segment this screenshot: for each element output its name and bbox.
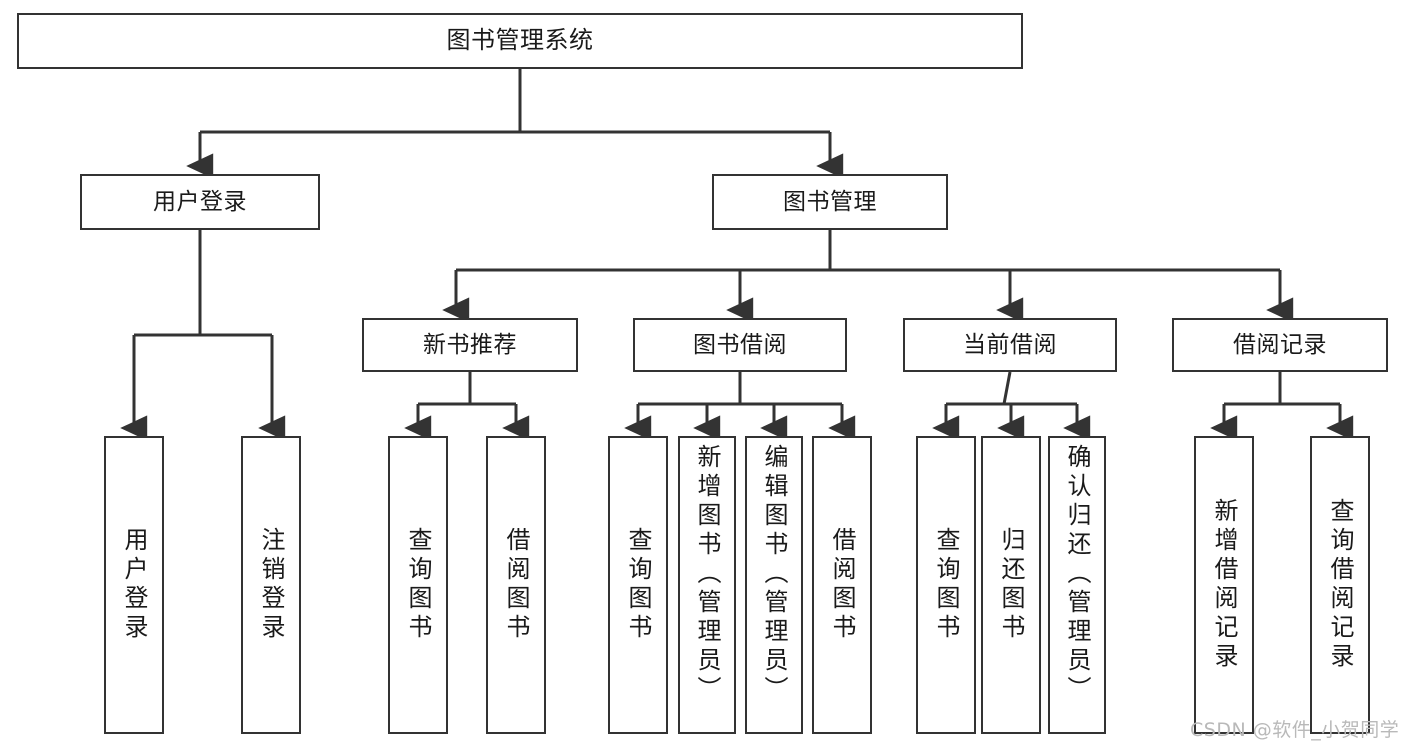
leaf-query-book-cur-label: 查询图书: [932, 527, 960, 643]
leaf-borrow-book[interactable]: 借阅图书: [812, 436, 872, 734]
leaf-borrow-book-label: 借阅图书: [828, 527, 856, 643]
leaf-query-book[interactable]: 查询图书: [608, 436, 668, 734]
node-borrow-record[interactable]: 借阅记录: [1172, 318, 1388, 372]
leaf-confirm-return[interactable]: 确认归还（管理员）: [1048, 436, 1106, 734]
leaf-edit-book[interactable]: 编辑图书（管理员）: [745, 436, 803, 734]
node-borrow-record-label: 借阅记录: [1233, 331, 1327, 358]
node-current-borrow[interactable]: 当前借阅: [903, 318, 1117, 372]
edge-current-borrow-down: [1002, 371, 1012, 405]
leaf-add-book[interactable]: 新增图书（管理员）: [678, 436, 736, 734]
leaf-query-record[interactable]: 查询借阅记录: [1310, 436, 1370, 734]
leaf-query-book-rec-label: 查询图书: [404, 527, 432, 643]
node-root-label: 图书管理系统: [446, 26, 594, 55]
node-current-borrow-label: 当前借阅: [963, 331, 1057, 358]
leaf-borrow-book-rec-label: 借阅图书: [502, 527, 530, 643]
leaf-confirm-return-label: 确认归还（管理员）: [1063, 444, 1091, 705]
node-book-borrow-label: 图书借阅: [693, 331, 787, 358]
leaf-query-book-label: 查询图书: [624, 527, 652, 643]
leaf-query-book-cur[interactable]: 查询图书: [916, 436, 976, 734]
leaf-logout[interactable]: 注销登录: [241, 436, 301, 734]
node-book-borrow[interactable]: 图书借阅: [633, 318, 847, 372]
leaf-borrow-book-rec[interactable]: 借阅图书: [486, 436, 546, 734]
csdn-watermark: CSDN @软件_小贺同学: [1190, 719, 1400, 741]
node-user-login[interactable]: 用户登录: [80, 174, 320, 230]
leaf-return-book-label: 归还图书: [997, 527, 1025, 643]
leaf-user-login-label: 用户登录: [120, 527, 148, 643]
node-new-book-recommend-label: 新书推荐: [423, 331, 517, 358]
leaf-add-book-label: 新增图书（管理员）: [693, 444, 721, 705]
leaf-query-book-rec[interactable]: 查询图书: [388, 436, 448, 734]
node-book-manage-label: 图书管理: [783, 188, 877, 215]
leaf-logout-label: 注销登录: [257, 527, 285, 643]
leaf-return-book[interactable]: 归还图书: [981, 436, 1041, 734]
node-new-book-recommend[interactable]: 新书推荐: [362, 318, 578, 372]
leaf-edit-book-label: 编辑图书（管理员）: [760, 444, 788, 705]
leaf-user-login[interactable]: 用户登录: [104, 436, 164, 734]
leaf-add-record-label: 新增借阅记录: [1210, 498, 1238, 672]
node-book-manage[interactable]: 图书管理: [712, 174, 948, 230]
leaf-query-record-label: 查询借阅记录: [1326, 498, 1354, 672]
leaf-add-record[interactable]: 新增借阅记录: [1194, 436, 1254, 734]
node-user-login-label: 用户登录: [153, 188, 247, 215]
node-root[interactable]: 图书管理系统: [17, 13, 1023, 69]
